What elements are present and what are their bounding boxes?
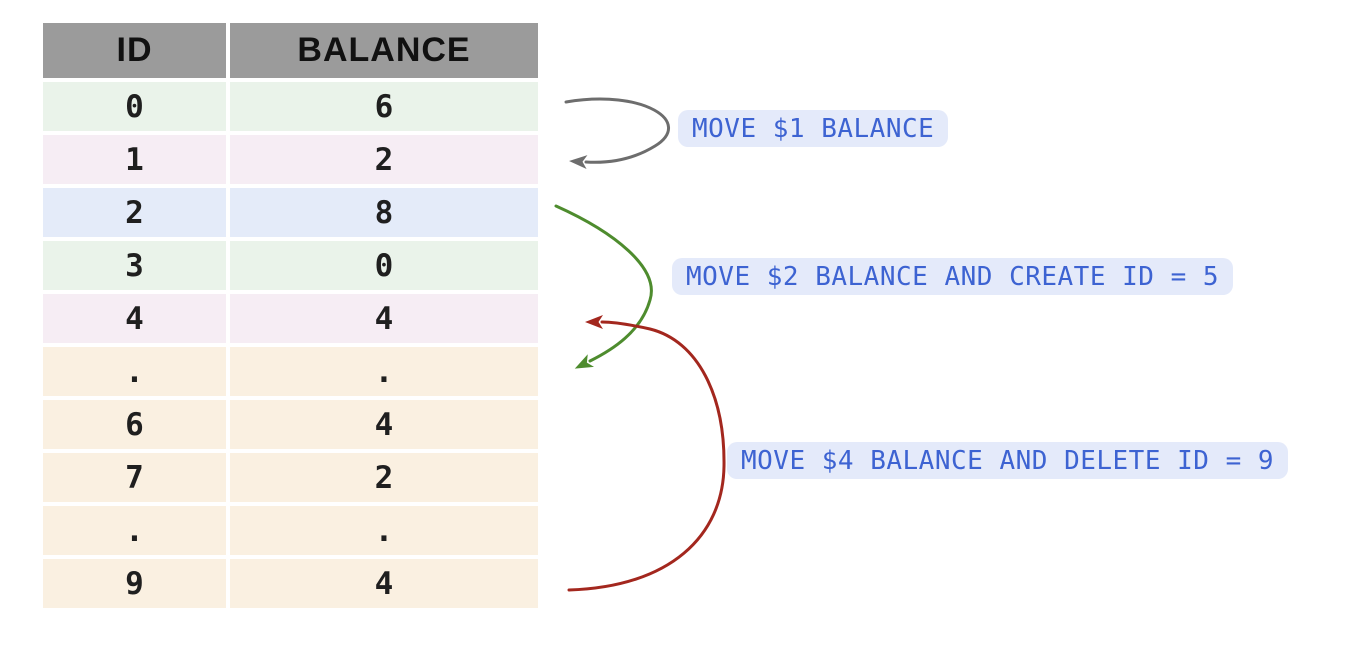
annotation-move-1: MOVE $1 BALANCE <box>678 110 949 147</box>
cell-id: . <box>43 506 226 555</box>
cell-id: 4 <box>43 294 226 343</box>
move-1-arrow <box>564 97 670 170</box>
cell-balance: 8 <box>230 188 538 237</box>
cell-balance: 0 <box>230 241 538 290</box>
column-header-balance: BALANCE <box>230 23 538 78</box>
cell-balance: 4 <box>230 559 538 608</box>
cell-id: 2 <box>43 188 226 237</box>
cell-balance: . <box>230 506 538 555</box>
cell-balance: 2 <box>230 453 538 502</box>
move-4-arrow <box>567 315 726 592</box>
cell-id: 6 <box>43 400 226 449</box>
cell-id: 7 <box>43 453 226 502</box>
cell-balance: 4 <box>230 294 538 343</box>
annotation-move-2: MOVE $2 BALANCE AND CREATE ID = 5 <box>672 258 1234 295</box>
cell-balance: . <box>230 347 538 396</box>
cell-balance: 4 <box>230 400 538 449</box>
column-header-id: ID <box>43 23 226 78</box>
cell-id: 9 <box>43 559 226 608</box>
annotation-move-4: MOVE $4 BALANCE AND DELETE ID = 9 <box>727 442 1289 479</box>
cell-id: . <box>43 347 226 396</box>
cell-balance: 6 <box>230 82 538 131</box>
ledger-table: ID BALANCE 0 6 1 2 2 8 3 0 4 4 . . 6 4 7… <box>43 23 538 608</box>
cell-id: 0 <box>43 82 226 131</box>
cell-id: 3 <box>43 241 226 290</box>
cell-balance: 2 <box>230 135 538 184</box>
move-2-arrow <box>554 204 653 369</box>
cell-id: 1 <box>43 135 226 184</box>
